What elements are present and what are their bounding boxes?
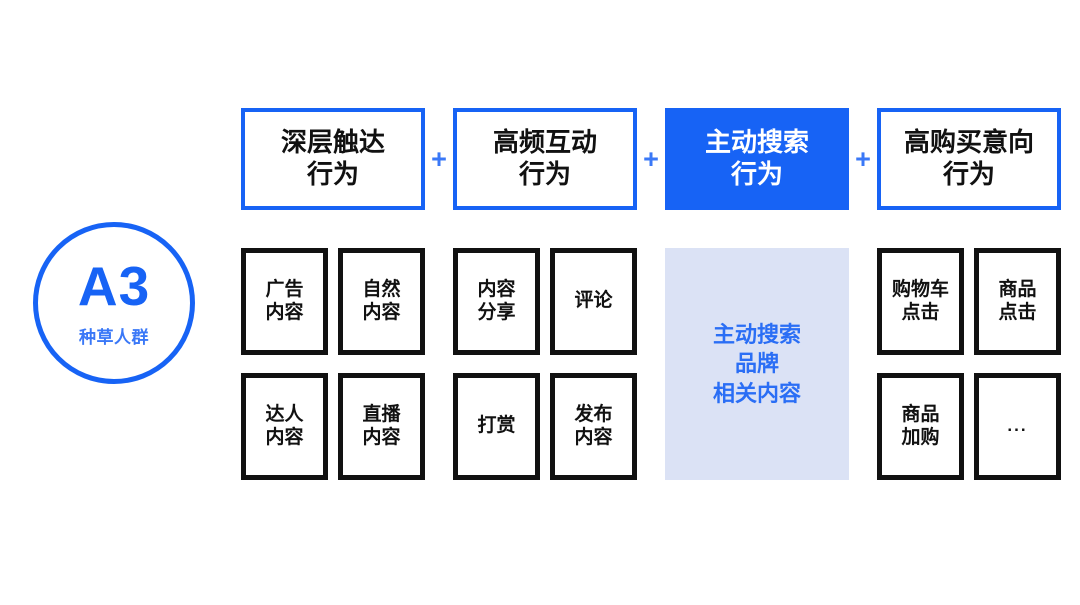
detail-panel-active-search-brand-content[interactable]: 主动搜索 品牌 相关内容	[665, 248, 849, 480]
detail-cell-content-share[interactable]: 内容 分享	[453, 248, 540, 355]
detail-cell-publish-content[interactable]: 发布 内容	[550, 373, 637, 480]
detail-cell-influencer-content[interactable]: 达人 内容	[241, 373, 328, 480]
detail-cell-tip[interactable]: 打赏	[453, 373, 540, 480]
detail-cell-add-to-cart[interactable]: 商品 加购	[877, 373, 964, 480]
plus-separator-icon-1: +	[431, 143, 447, 174]
group-gap-2	[637, 248, 665, 480]
detail-cell-product-click[interactable]: 商品 点击	[974, 248, 1061, 355]
group-gap-3	[849, 248, 877, 480]
detail-group-high-purchase-intent: 购物车 点击 商品 点击 商品 加购 ...	[877, 248, 1061, 480]
plus-separator-icon-2: +	[643, 143, 659, 174]
header-box-high-purchase-intent[interactable]: 高购买意向 行为	[877, 108, 1061, 210]
detail-cell-livestream-content[interactable]: 直播 内容	[338, 373, 425, 480]
detail-cell-cart-click[interactable]: 购物车 点击	[877, 248, 964, 355]
badge-code-label: A3	[77, 254, 151, 317]
header-box-active-search[interactable]: 主动搜索 行为	[665, 108, 849, 210]
detail-group-high-frequency-interaction: 内容 分享 评论 打赏 发布 内容	[453, 248, 637, 480]
detail-group-deep-reach: 广告 内容 自然 内容 达人 内容 直播 内容	[241, 248, 425, 480]
header-box-deep-reach[interactable]: 深层触达 行为	[241, 108, 425, 210]
detail-cell-ad-content[interactable]: 广告 内容	[241, 248, 328, 355]
behaviour-category-row: 深层触达 行为 + 高频互动 行为 + 主动搜索 行为 + 高购买意向 行为	[241, 108, 1061, 210]
detail-cell-comment[interactable]: 评论	[550, 248, 637, 355]
detail-cell-more[interactable]: ...	[974, 373, 1061, 480]
detail-cell-organic-content[interactable]: 自然 内容	[338, 248, 425, 355]
plus-separator-icon-3: +	[855, 143, 871, 174]
badge-subtitle-label: 种草人群	[79, 327, 149, 347]
header-box-high-frequency-interaction[interactable]: 高频互动 行为	[453, 108, 637, 210]
a3-audience-badge: A3 种草人群	[33, 222, 195, 384]
behaviour-detail-row: 广告 内容 自然 内容 达人 内容 直播 内容 内容 分享 评论 打赏 发布 内…	[241, 248, 1061, 480]
group-gap-1	[425, 248, 453, 480]
